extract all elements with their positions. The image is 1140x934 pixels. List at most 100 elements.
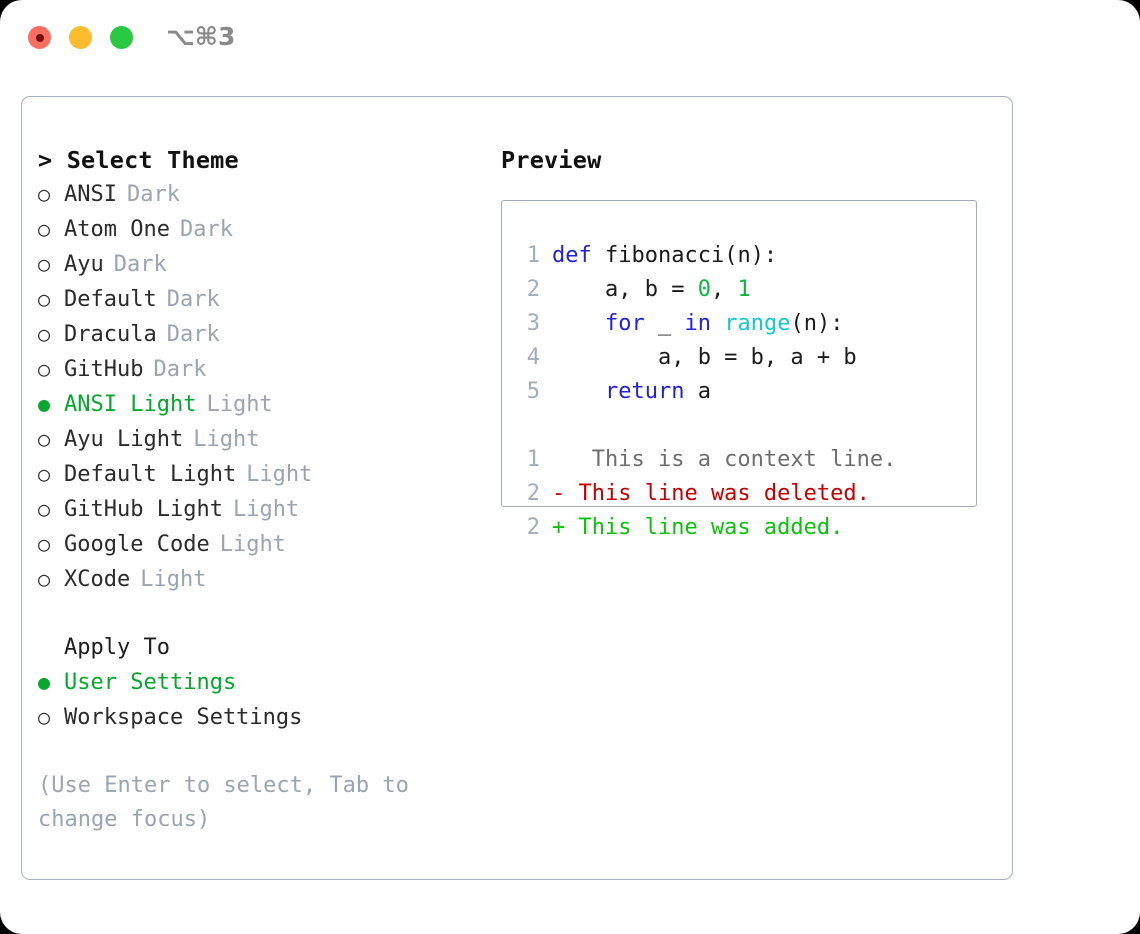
code-token-fn: range bbox=[724, 311, 791, 336]
code-line: 5 return a bbox=[518, 375, 976, 409]
code-token-plain: , bbox=[710, 277, 738, 302]
code-token-plain bbox=[552, 311, 605, 336]
maximize-window-icon[interactable] bbox=[110, 26, 133, 49]
radio-unselected-icon: ○ bbox=[38, 497, 51, 521]
radio-unselected-icon: ○ bbox=[38, 532, 51, 556]
theme-option-xcode[interactable]: ○ XCode Light bbox=[38, 562, 488, 597]
preview-gap bbox=[518, 409, 976, 443]
radio-unselected-icon: ○ bbox=[38, 217, 51, 241]
code-token-kw: for bbox=[604, 311, 645, 336]
theme-option-default[interactable]: ○ Default Dark bbox=[38, 282, 488, 317]
radio-unselected-icon: ○ bbox=[38, 462, 51, 486]
code-token-plain: a, b = b, a + b bbox=[552, 345, 857, 370]
code-line: 2 a, b = 0, 1 bbox=[518, 273, 976, 307]
code-line-number: 1 bbox=[526, 243, 540, 268]
radio-unselected-icon: ○ bbox=[38, 322, 51, 346]
radio-unselected-icon: ○ bbox=[38, 705, 51, 729]
code-line-content: for _ in range(n): bbox=[552, 307, 843, 341]
code-token-num: 0 bbox=[697, 277, 711, 302]
code-line: 1 def fibonacci(n): bbox=[518, 239, 976, 273]
close-window-icon[interactable] bbox=[28, 26, 51, 49]
radio-unselected-icon: ○ bbox=[38, 427, 51, 451]
theme-option-label: XCode bbox=[64, 567, 131, 592]
diff-line-number: 2 bbox=[526, 481, 540, 506]
code-line-number: 5 bbox=[526, 379, 540, 404]
code-line-content: a, b = b, a + b bbox=[552, 341, 857, 375]
theme-option-kind: Light bbox=[193, 427, 260, 452]
diff-line-content-add: + This line was added. bbox=[552, 515, 844, 540]
diff-line-number: 2 bbox=[526, 515, 540, 540]
preview-diff-block: 1 This is a context line.2- This line wa… bbox=[518, 443, 976, 545]
code-line-content: return a bbox=[552, 375, 711, 409]
code-line-content: def fibonacci(n): bbox=[552, 239, 777, 273]
select-theme-header: > Select Theme bbox=[38, 146, 239, 174]
theme-option-default-light[interactable]: ○ Default Light Light bbox=[38, 457, 488, 492]
theme-option-kind: Dark bbox=[166, 287, 220, 312]
theme-option-label: Default bbox=[64, 287, 157, 312]
code-token-kw: def bbox=[552, 243, 592, 268]
radio-unselected-icon: ○ bbox=[38, 252, 51, 276]
theme-option-label: GitHub Light bbox=[64, 497, 223, 522]
radio-unselected-icon: ○ bbox=[38, 182, 51, 206]
theme-option-dracula[interactable]: ○ Dracula Dark bbox=[38, 317, 488, 352]
theme-option-label: Default Light bbox=[64, 462, 237, 487]
theme-option-google-code[interactable]: ○ Google Code Light bbox=[38, 527, 488, 562]
code-token-plain: a, b = bbox=[552, 277, 698, 302]
apply-to-option-user-settings[interactable]: ●User Settings bbox=[38, 665, 488, 700]
code-token-num: 1 bbox=[737, 277, 751, 302]
code-line-number: 2 bbox=[526, 277, 540, 302]
theme-option-label: Ayu bbox=[64, 252, 104, 277]
theme-option-kind: Light bbox=[206, 392, 273, 417]
diff-line-number: 1 bbox=[526, 447, 540, 472]
code-token-plain: (n): bbox=[790, 311, 844, 336]
diff-line-content-del: - This line was deleted. bbox=[552, 481, 870, 506]
theme-option-label: GitHub bbox=[64, 357, 144, 382]
diff-line: 2 - This line was deleted. bbox=[518, 477, 976, 511]
theme-option-label: Ayu Light bbox=[64, 427, 184, 452]
diff-line: 2 + This line was added. bbox=[518, 511, 976, 545]
code-line: 3 for _ in range(n): bbox=[518, 307, 976, 341]
theme-option-label: Google Code bbox=[64, 532, 210, 557]
traffic-light-buttons bbox=[28, 26, 133, 49]
code-token-plain: _ bbox=[644, 311, 685, 336]
apply-to-option-workspace-settings[interactable]: ○Workspace Settings bbox=[38, 700, 488, 735]
theme-option-ayu-light[interactable]: ○ Ayu Light Light bbox=[38, 422, 488, 457]
theme-option-kind: Light bbox=[232, 497, 300, 522]
theme-option-kind: Dark bbox=[113, 252, 167, 277]
radio-unselected-icon: ○ bbox=[38, 567, 51, 591]
code-token-kw: return bbox=[604, 379, 685, 404]
minimize-window-icon[interactable] bbox=[69, 26, 92, 49]
radio-selected-icon: ● bbox=[38, 670, 51, 694]
theme-option-atom-one[interactable]: ○ Atom One Dark bbox=[38, 212, 488, 247]
title-bar: ⌥⌘3 bbox=[0, 0, 1140, 78]
theme-option-kind: Dark bbox=[153, 357, 207, 382]
radio-unselected-icon: ○ bbox=[38, 287, 51, 311]
theme-option-kind: Dark bbox=[166, 322, 220, 347]
theme-option-github-light[interactable]: ○ GitHub Light Light bbox=[38, 492, 488, 527]
keyboard-hint-text: (Use Enter to select, Tab to change focu… bbox=[38, 773, 423, 832]
theme-option-label: ANSI Light bbox=[64, 392, 197, 417]
theme-option-kind: Light bbox=[140, 567, 207, 592]
preview-header: Preview bbox=[501, 146, 602, 174]
theme-option-kind: Light bbox=[246, 462, 313, 487]
theme-option-kind: Light bbox=[219, 532, 286, 557]
theme-option-label: Dracula bbox=[64, 322, 157, 347]
theme-option-kind: Dark bbox=[126, 182, 180, 207]
radio-unselected-icon: ○ bbox=[38, 357, 51, 381]
theme-option-label: Atom One bbox=[64, 217, 170, 242]
apply-to-header: Apply To bbox=[64, 635, 170, 660]
code-token-plain bbox=[552, 379, 605, 404]
theme-option-ayu[interactable]: ○ Ayu Dark bbox=[38, 247, 488, 282]
section-spacer bbox=[38, 597, 488, 631]
theme-option-github[interactable]: ○ GitHub Dark bbox=[38, 352, 488, 387]
window-title: ⌥⌘3 bbox=[166, 22, 236, 51]
theme-option-kind: Dark bbox=[179, 217, 233, 242]
